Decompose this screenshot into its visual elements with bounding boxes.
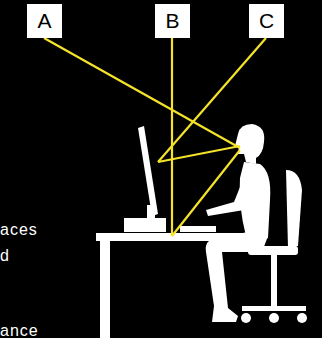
sight-line	[171, 38, 173, 236]
chair-wheel	[241, 313, 251, 323]
monitor-screen	[138, 126, 158, 216]
chair-back	[286, 170, 302, 248]
sight-line	[172, 150, 240, 236]
sight-line	[158, 38, 266, 162]
sight-line	[44, 38, 240, 148]
person-arm	[206, 172, 254, 216]
chair-wheel	[297, 313, 307, 323]
box-letter: A	[37, 9, 51, 33]
monitor-base	[124, 218, 166, 232]
box-letter: C	[259, 9, 274, 33]
chair-base	[242, 306, 306, 311]
letter-box: C	[249, 4, 284, 38]
chair-seat	[248, 246, 298, 255]
chair-wheel	[269, 313, 279, 323]
desk-leg	[100, 241, 110, 338]
letter-box: B	[155, 4, 190, 38]
side-text: d	[0, 247, 10, 265]
person-head	[235, 124, 264, 164]
side-text: ance	[0, 322, 39, 338]
monitor-stand	[147, 205, 155, 219]
letter-box: A	[27, 4, 62, 38]
box-letter: B	[165, 9, 179, 33]
silhouette	[96, 124, 307, 338]
side-text: aces	[0, 221, 38, 239]
chair-post	[271, 255, 277, 307]
sight-lines	[44, 38, 266, 236]
sight-line	[158, 146, 240, 162]
keyboard	[180, 226, 216, 232]
